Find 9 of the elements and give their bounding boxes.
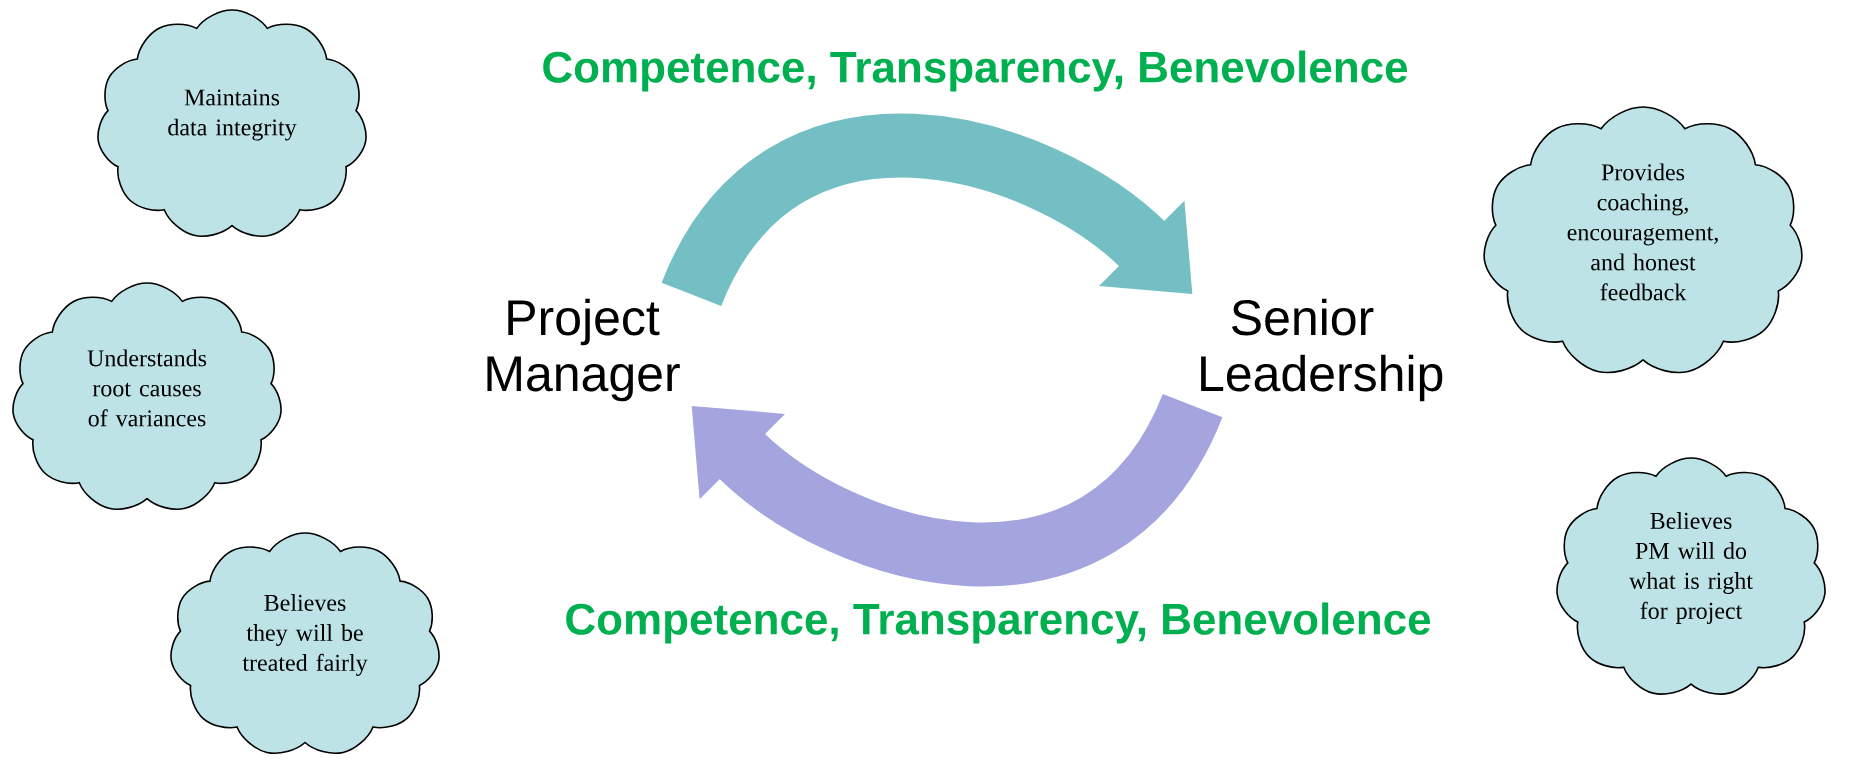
thought-cloud: Believes PM will do what is right for project <box>1556 457 1826 695</box>
thought-cloud: Believes they will be treated fairly <box>170 532 440 755</box>
edge-label: Competence, Transparency, Benevolence <box>566 602 1431 644</box>
thought-cloud: Provides coaching, encouragement, and honest feedback <box>1483 106 1803 374</box>
thought-cloud: Maintains data integrity <box>97 9 367 237</box>
role-label: Senior Leadership <box>1201 298 1443 402</box>
role-label: Project Manager <box>487 298 680 402</box>
edge-label: Competence, Transparency, Benevolence <box>543 50 1408 92</box>
thought-cloud: Understands root causes of variances <box>12 282 282 510</box>
